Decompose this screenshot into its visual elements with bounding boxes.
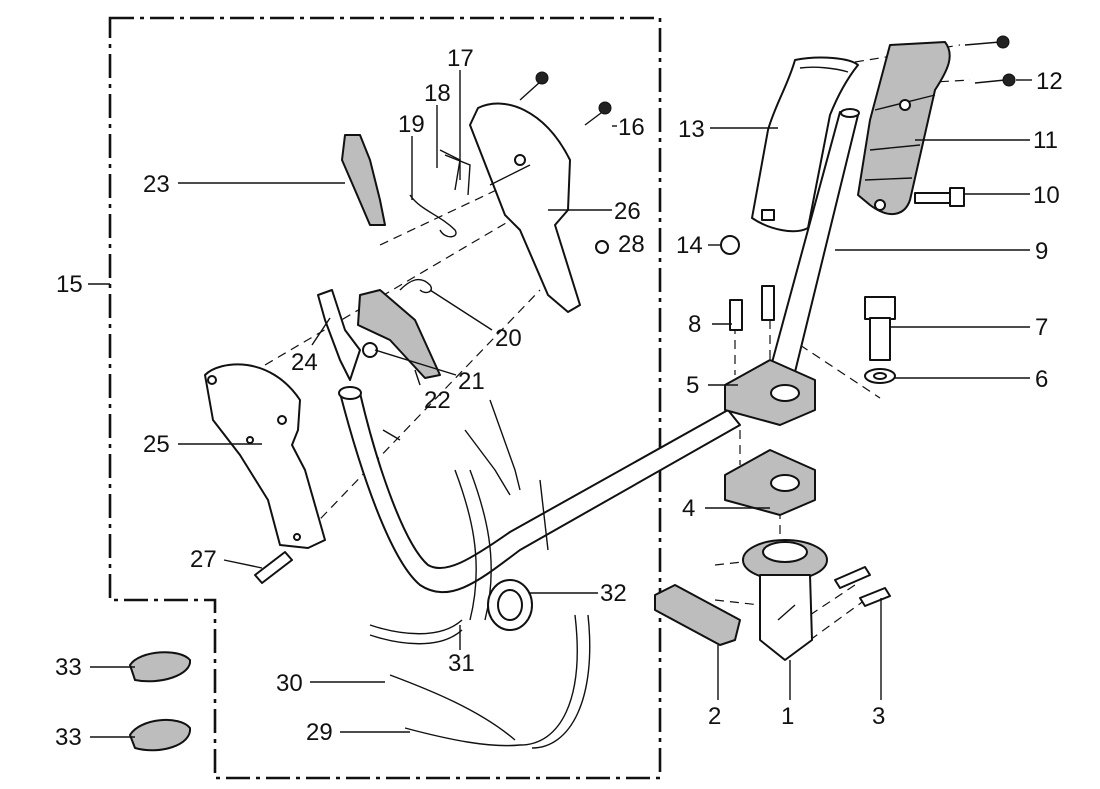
gear-part-1 [742,539,828,661]
grip-13 [751,56,859,233]
label-19: 19 [398,111,425,138]
label-6: 6 [1035,366,1048,393]
screws-3 [834,566,891,607]
nut-14 [720,235,740,255]
label-26: 26 [614,198,641,225]
label-11: 11 [1033,127,1058,154]
label-9: 9 [1035,238,1048,265]
grip-half-11 [857,41,951,215]
clamp-blocks [724,359,816,516]
handlebar-tube [338,386,741,594]
label-30: 30 [276,670,303,697]
handle-left [204,363,326,549]
label-23: 23 [143,171,170,198]
handle-right-26 [469,102,581,313]
label-29: 29 [306,719,333,746]
screw-27 [254,551,293,584]
label-20: 20 [495,325,522,352]
label-7: 7 [1035,314,1048,341]
clips-33 [129,651,192,752]
clamp-32 [487,579,533,631]
label-15: 15 [56,271,83,298]
lever-24 [317,289,361,381]
bolts-7-8 [729,285,896,384]
label-21: 21 [458,368,485,395]
part-23 [341,134,386,226]
label-8: 8 [688,311,701,338]
label-27: 27 [190,546,217,573]
label-31: 31 [448,650,475,677]
throttle-trigger-22 [357,289,441,379]
label-14: 14 [676,232,703,259]
label-1: 1 [781,703,794,730]
label-12: 12 [1036,68,1063,95]
label-18: 18 [424,80,451,107]
label-25: 25 [143,431,170,458]
clip-2 [654,584,741,646]
label-16: 16 [618,114,645,141]
label-32: 32 [600,580,627,607]
label-4: 4 [682,495,695,522]
label-3: 3 [872,703,885,730]
label-10: 10 [1033,182,1060,209]
label-33-top: 33 [55,654,82,681]
cables [369,399,591,749]
callouts: 1 2 3 4 5 6 7 8 9 10 11 12 13 14 15 16 1… [55,45,1063,751]
label-28: 28 [618,231,645,258]
label-13: 13 [678,116,705,143]
label-24: 24 [291,349,318,376]
label-33-bottom: 33 [55,724,82,751]
label-22: 22 [424,387,451,414]
label-17: 17 [447,45,474,72]
label-2: 2 [708,703,721,730]
label-5: 5 [686,372,699,399]
screws-upper [519,35,1016,207]
kit-outline [108,16,662,780]
